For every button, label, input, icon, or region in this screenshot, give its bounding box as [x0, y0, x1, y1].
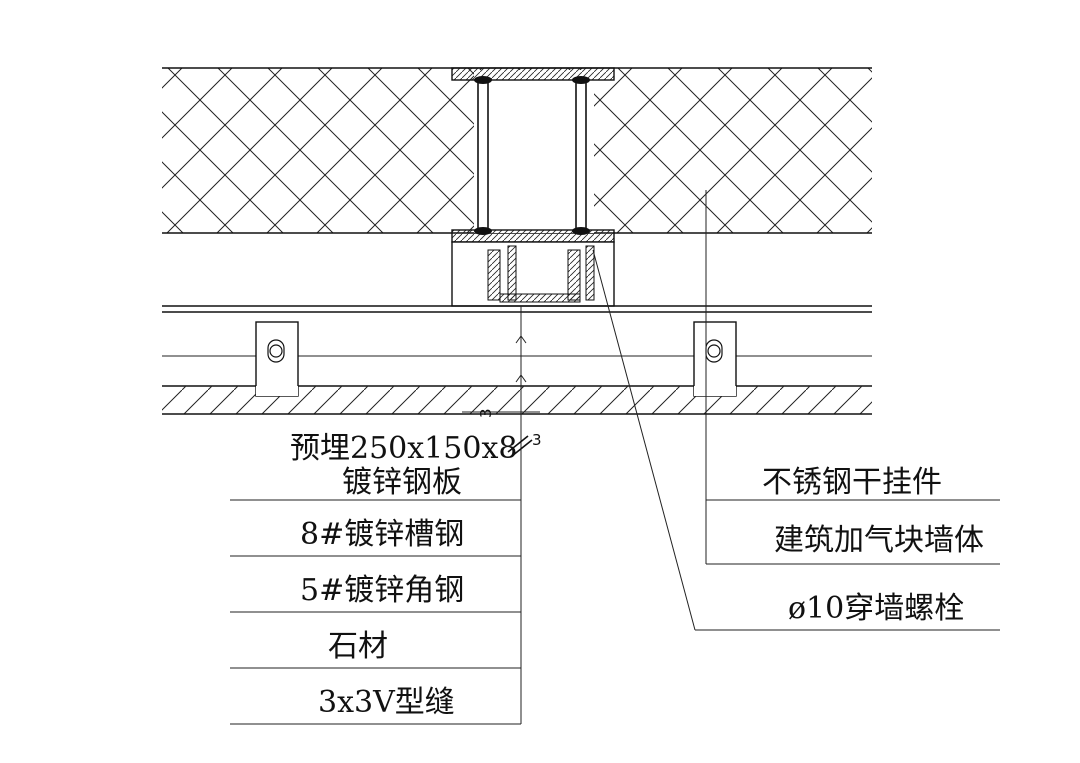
dimension-left: 3: [477, 408, 495, 418]
stainless-hanger: [255, 321, 737, 397]
label-stone: 石材: [328, 629, 388, 664]
label-embedded-plate-line2: 镀锌钢板: [342, 465, 462, 500]
channel-steel: [451, 241, 615, 307]
label-v-joint: 3x3V型缝: [318, 685, 455, 720]
leader-lines: [230, 190, 1000, 725]
label-embedded-plate-line1: 预埋250x150x8: [290, 431, 517, 466]
stone-layer: [162, 386, 872, 415]
label-angle-steel: 5#镀锌角钢: [300, 573, 464, 608]
label-through-wall-bolt: ø10穿墙螺栓: [788, 591, 964, 626]
label-aerated-block-wall: 建筑加气块墙体: [774, 523, 984, 558]
through-wall-bolt: [451, 67, 615, 243]
dimension-right: 3: [532, 431, 542, 449]
label-stainless-hanger: 不锈钢干挂件: [762, 465, 942, 500]
label-channel-steel: 8#镀锌槽钢: [300, 517, 464, 552]
center-axis: 3 3: [462, 306, 542, 724]
